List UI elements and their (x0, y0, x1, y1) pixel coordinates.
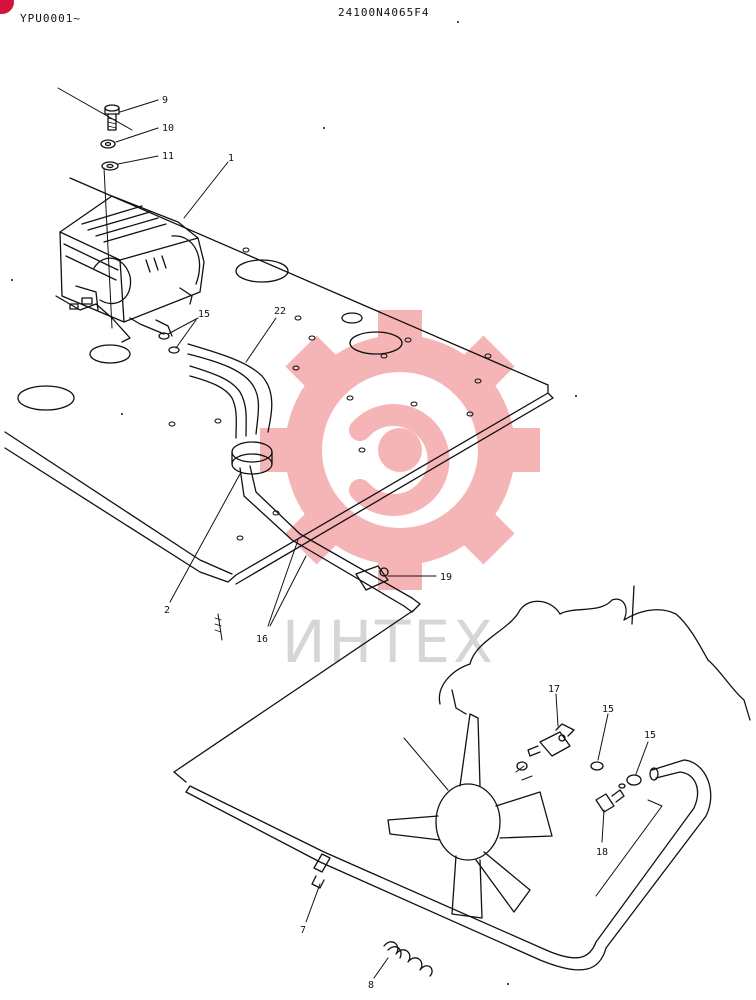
washer-10 (100, 139, 116, 149)
callout-11: 11 (162, 151, 174, 162)
callout-2: 2 (164, 605, 170, 616)
return-hose (185, 759, 712, 971)
callout-22: 22 (274, 306, 286, 317)
engine-outline (438, 585, 751, 721)
gear-tooth (285, 335, 345, 395)
hoses (187, 343, 421, 613)
spring-8 (383, 941, 433, 977)
hose-clamp-7 (311, 853, 331, 889)
part-code: 24100N4065F4 (338, 6, 430, 19)
lower-floor (173, 609, 415, 783)
callout-19: 19 (440, 572, 452, 583)
callout-15-upper: 15 (198, 309, 210, 320)
callout-18: 18 (596, 847, 608, 858)
serial-range: YPU0001~ (20, 12, 81, 25)
callout-1: 1 (228, 153, 234, 164)
grommet-2 (231, 441, 273, 475)
clamp-15-upper (158, 332, 180, 354)
sender-18 (595, 789, 625, 813)
base-plate (4, 177, 554, 585)
callout-10: 10 (162, 123, 174, 134)
callout-8: 8 (368, 980, 374, 991)
bolt-9 (104, 104, 120, 131)
watermark-text: ИНТЕХ (282, 608, 496, 676)
nut-11 (101, 161, 119, 171)
watermark-gear-icon (260, 310, 540, 590)
temp-sensor-17 (527, 723, 575, 757)
callout-16: 16 (256, 634, 268, 645)
gasket-15-b (618, 774, 642, 789)
leader-lines (115, 99, 649, 979)
gear-tooth (455, 335, 515, 395)
heater-unit (55, 195, 205, 343)
clip-19 (355, 565, 389, 591)
callout-15-middle: 15 (602, 704, 614, 715)
gear-tooth (455, 505, 515, 565)
callout-9: 9 (162, 95, 168, 106)
gasket-15-a (590, 761, 604, 771)
gear-tooth (285, 505, 345, 565)
radiator-fan (387, 713, 553, 919)
callout-7: 7 (300, 925, 306, 936)
callout-15-right: 15 (644, 730, 656, 741)
callout-17: 17 (548, 684, 560, 695)
